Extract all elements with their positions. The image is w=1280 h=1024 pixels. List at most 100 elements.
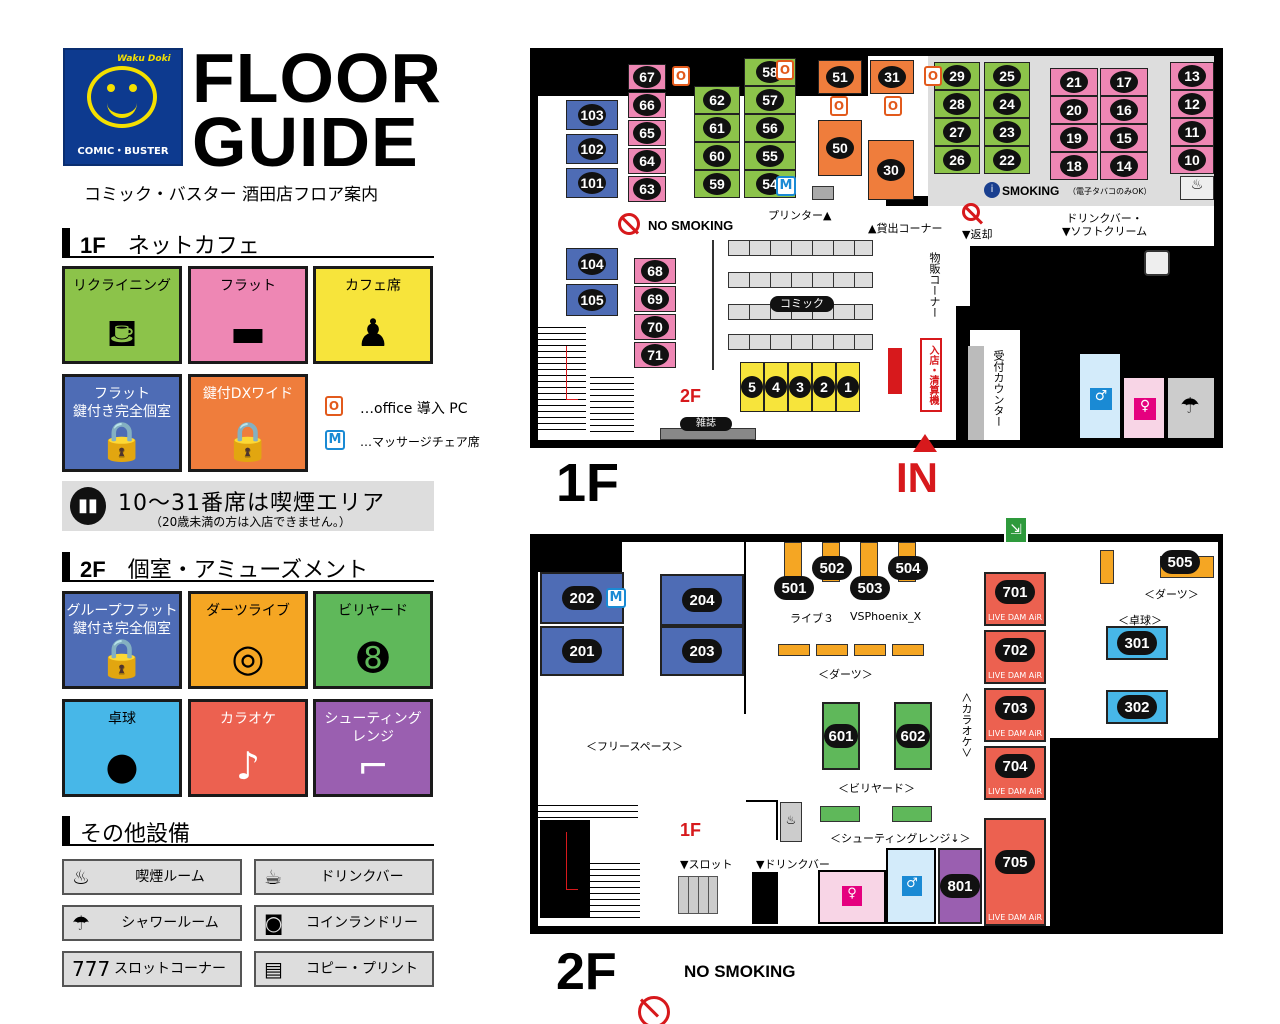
checkout-label: 入店・清算機: [920, 338, 942, 412]
seat-31[interactable]: 31: [870, 60, 914, 94]
dart-502[interactable]: 502: [812, 556, 852, 580]
seat-62[interactable]: 62: [694, 86, 740, 114]
seat-5[interactable]: 5: [740, 362, 764, 412]
dart-505[interactable]: 505: [1160, 550, 1200, 574]
seat-18[interactable]: 18: [1050, 152, 1098, 180]
seat-19[interactable]: 19: [1050, 124, 1098, 152]
room-301[interactable]: 301: [1106, 626, 1168, 660]
office-icon: O: [672, 66, 690, 86]
room-number: 801: [940, 874, 980, 898]
facility-label: 喫煙ルーム: [135, 869, 205, 885]
seat-65[interactable]: 65: [628, 120, 666, 146]
seat-64[interactable]: 64: [628, 148, 666, 174]
room-204[interactable]: 204: [660, 574, 744, 626]
section-1f-floor: 1F: [80, 233, 106, 258]
seat-28[interactable]: 28: [934, 90, 980, 118]
seat-101[interactable]: 101: [566, 168, 618, 198]
seat-70[interactable]: 70: [634, 314, 676, 340]
room-201[interactable]: 201: [540, 626, 624, 676]
free-space-label: ＜フリースペース＞: [586, 740, 684, 753]
seat-16[interactable]: 16: [1100, 96, 1148, 124]
checkout-machine: [888, 348, 902, 394]
seat-number: 25: [993, 65, 1021, 87]
seat-4[interactable]: 4: [764, 362, 788, 412]
seat-number: 21: [1060, 71, 1088, 93]
f2-tile-1: ダーツライブ◎: [188, 591, 308, 689]
seat-15[interactable]: 15: [1100, 124, 1148, 152]
facility-drink-bar: ☕ドリンクバー: [254, 859, 434, 895]
seat-63[interactable]: 63: [628, 176, 666, 202]
seat-27[interactable]: 27: [934, 118, 980, 146]
room-203[interactable]: 203: [660, 626, 744, 676]
seat-56[interactable]: 56: [744, 114, 796, 142]
karaoke-sub: LIVE DAM AiR: [987, 671, 1043, 680]
seat-number: 102: [578, 138, 606, 160]
room-601[interactable]: 601: [822, 702, 860, 770]
seat-22[interactable]: 22: [984, 146, 1030, 174]
seat-number: 24: [993, 93, 1021, 115]
seat-67[interactable]: 67: [628, 64, 666, 90]
seat-30[interactable]: 30: [868, 140, 914, 200]
seat-17[interactable]: 17: [1100, 68, 1148, 96]
seat-26[interactable]: 26: [934, 146, 980, 174]
dx-wide-icon: 🔒: [224, 419, 272, 463]
f2-tile-label: カラオケ: [220, 711, 276, 727]
comic-shelf: [728, 240, 873, 256]
seat-10[interactable]: 10: [1170, 146, 1214, 174]
shower-icon: ☂: [1180, 394, 1200, 419]
darts-label-2: ＜ダーツ＞: [1144, 588, 1199, 601]
seat-24[interactable]: 24: [984, 90, 1030, 118]
seat-55[interactable]: 55: [744, 142, 796, 170]
seat-68[interactable]: 68: [634, 258, 676, 284]
seat-number: 18: [1060, 155, 1088, 177]
dart-503[interactable]: 503: [850, 576, 890, 600]
dart-501[interactable]: 501: [774, 576, 814, 600]
seat-50[interactable]: 50: [818, 120, 862, 176]
seat-59[interactable]: 59: [694, 170, 740, 198]
f1-tile-label: リクライニング: [73, 278, 171, 294]
seat-13[interactable]: 13: [1170, 62, 1214, 90]
room-602[interactable]: 602: [894, 702, 932, 770]
seat-1[interactable]: 1: [836, 362, 860, 412]
f1-tile-1: フラット▬: [188, 266, 308, 364]
logo-name: COMIC・BUSTER: [77, 146, 169, 157]
floor2-label: 2F: [556, 943, 617, 1001]
room-302[interactable]: 302: [1106, 690, 1168, 724]
seat-61[interactable]: 61: [694, 114, 740, 142]
seat-105[interactable]: 105: [566, 284, 618, 316]
seat-51[interactable]: 51: [818, 60, 862, 94]
seat-12[interactable]: 12: [1170, 90, 1214, 118]
seat-21[interactable]: 21: [1050, 68, 1098, 96]
seat-number: 57: [756, 89, 784, 111]
seat-104[interactable]: 104: [566, 248, 618, 280]
section-2f-name: 個室・アミューズメント: [127, 558, 369, 583]
no-smoking-icon: [962, 203, 980, 221]
seat-69[interactable]: 69: [634, 286, 676, 312]
dart-504[interactable]: 504: [888, 556, 928, 580]
seat-11[interactable]: 11: [1170, 118, 1214, 146]
seat-number: 10: [1178, 149, 1206, 171]
seat-71[interactable]: 71: [634, 342, 676, 368]
seat-60[interactable]: 60: [694, 142, 740, 170]
seat-2[interactable]: 2: [812, 362, 836, 412]
seat-20[interactable]: 20: [1050, 96, 1098, 124]
room-number: 704: [995, 754, 1035, 778]
seat-103[interactable]: 103: [566, 100, 618, 130]
seat-23[interactable]: 23: [984, 118, 1030, 146]
seat-25[interactable]: 25: [984, 62, 1030, 90]
seat-102[interactable]: 102: [566, 134, 618, 164]
seat-3[interactable]: 3: [788, 362, 812, 412]
seat-number: 27: [943, 121, 971, 143]
seat-14[interactable]: 14: [1100, 152, 1148, 180]
seat-57[interactable]: 57: [744, 86, 796, 114]
seat-number: 5: [741, 376, 763, 398]
room-801[interactable]: 801: [938, 848, 982, 924]
seat-66[interactable]: 66: [628, 92, 666, 118]
